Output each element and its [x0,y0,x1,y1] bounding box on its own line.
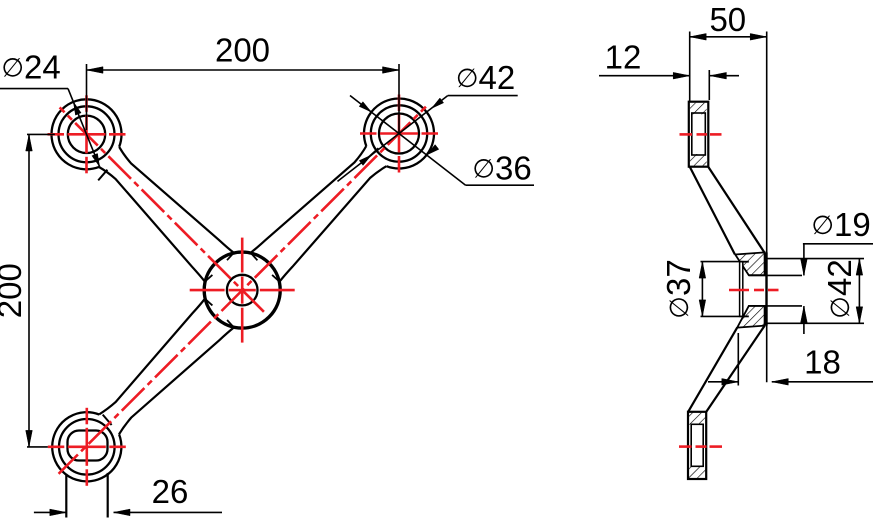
svg-text:∅​36: ∅​36 [472,150,531,187]
svg-text:50: 50 [709,1,746,38]
svg-text:200: 200 [215,32,270,69]
svg-text:∅​42: ∅​42 [821,259,858,318]
svg-text:26: 26 [152,473,189,510]
svg-text:12: 12 [605,38,642,75]
svg-text:∅​37: ∅​37 [660,259,697,318]
svg-text:∅​24: ∅​24 [1,49,60,86]
svg-text:∅​42: ∅​42 [456,59,515,96]
svg-text:200: 200 [0,263,28,318]
svg-text:∅​19: ∅​19 [811,206,870,243]
svg-text:18: 18 [804,344,841,381]
